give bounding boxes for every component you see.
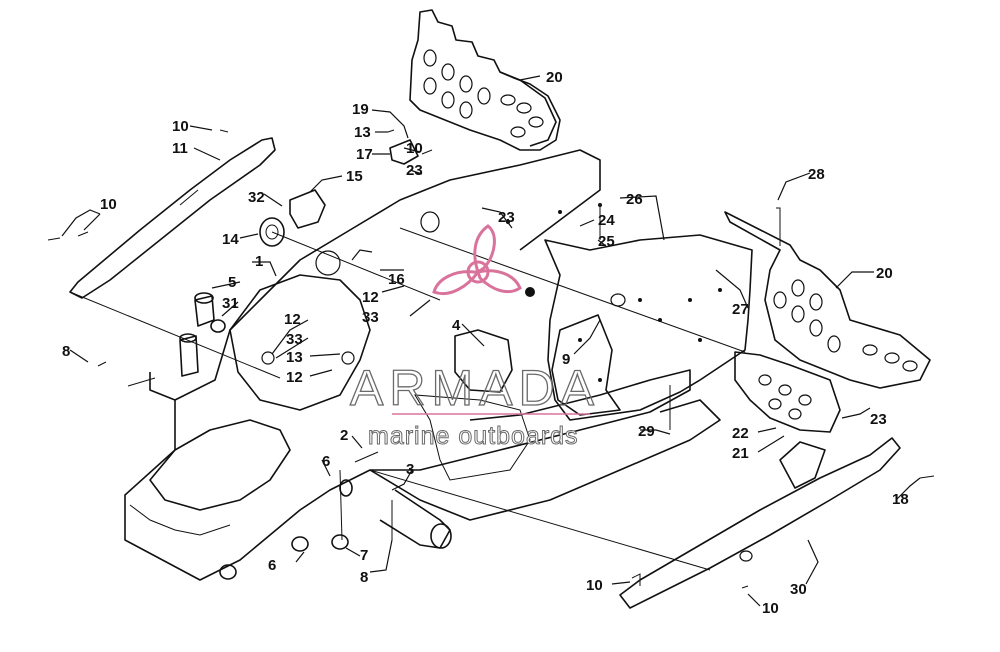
- callout-8: 8: [360, 569, 368, 586]
- callout-5: 5: [228, 274, 236, 291]
- callout-1: 1: [255, 253, 263, 270]
- callout-13: 13: [354, 124, 371, 141]
- callout-23: 23: [870, 411, 887, 428]
- callout-13: 13: [286, 349, 303, 366]
- callout-33: 33: [362, 309, 379, 326]
- propeller-logo-icon: [432, 224, 522, 295]
- callout-15: 15: [346, 168, 363, 185]
- callout-9: 9: [562, 351, 570, 368]
- callout-23: 23: [406, 162, 423, 179]
- callout-10: 10: [406, 140, 423, 157]
- callout-22: 22: [732, 425, 749, 442]
- callout-33: 33: [286, 331, 303, 348]
- left-rail: [69, 137, 276, 299]
- skid-plate-right: [724, 211, 931, 389]
- callout-18: 18: [892, 491, 909, 508]
- callout-28: 28: [808, 166, 825, 183]
- callout-24: 24: [598, 212, 615, 229]
- callout-8: 8: [62, 343, 70, 360]
- callout-21: 21: [732, 445, 749, 462]
- callout-labels: 10 11 10 14 32 15 1 5 31 19 13 17 10 23 …: [62, 69, 909, 617]
- callout-29: 29: [638, 423, 655, 440]
- callout-20: 20: [876, 265, 893, 282]
- callout-30: 30: [790, 581, 807, 598]
- callout-11: 11: [172, 140, 188, 157]
- watermark-brand: ARMADA: [350, 360, 600, 416]
- callout-6: 6: [322, 453, 330, 470]
- skid-plate-top: [409, 9, 561, 151]
- callout-25: 25: [598, 233, 615, 250]
- callout-10: 10: [762, 600, 779, 617]
- callout-23: 23: [498, 209, 515, 226]
- callout-27: 27: [732, 301, 749, 318]
- lower-plate: [734, 351, 841, 433]
- callout-12: 12: [286, 369, 303, 386]
- callout-26: 26: [626, 191, 643, 208]
- callout-10: 10: [586, 577, 603, 594]
- callout-leaders: [61, 75, 921, 607]
- callout-2: 2: [340, 427, 348, 444]
- callout-6: 6: [268, 557, 276, 574]
- construction-lines: [69, 205, 746, 571]
- callout-14: 14: [222, 231, 239, 248]
- callout-20: 20: [546, 69, 563, 86]
- callout-12: 12: [362, 289, 379, 306]
- callout-31: 31: [222, 295, 239, 312]
- callout-12: 12: [284, 311, 301, 328]
- callout-3: 3: [406, 461, 414, 478]
- callout-7: 7: [360, 547, 368, 564]
- callout-16: 16: [388, 271, 405, 288]
- right-rail: [619, 437, 901, 609]
- callout-17: 17: [356, 146, 373, 163]
- callout-19: 19: [352, 101, 369, 118]
- watermark-tagline: marine outboards: [368, 422, 579, 450]
- callout-32: 32: [248, 189, 265, 206]
- watermark: ARMADA marine outboards: [349, 224, 600, 451]
- callout-10: 10: [172, 118, 189, 135]
- callout-4: 4: [452, 317, 461, 334]
- small-parts: [47, 129, 935, 589]
- callout-10: 10: [100, 196, 117, 213]
